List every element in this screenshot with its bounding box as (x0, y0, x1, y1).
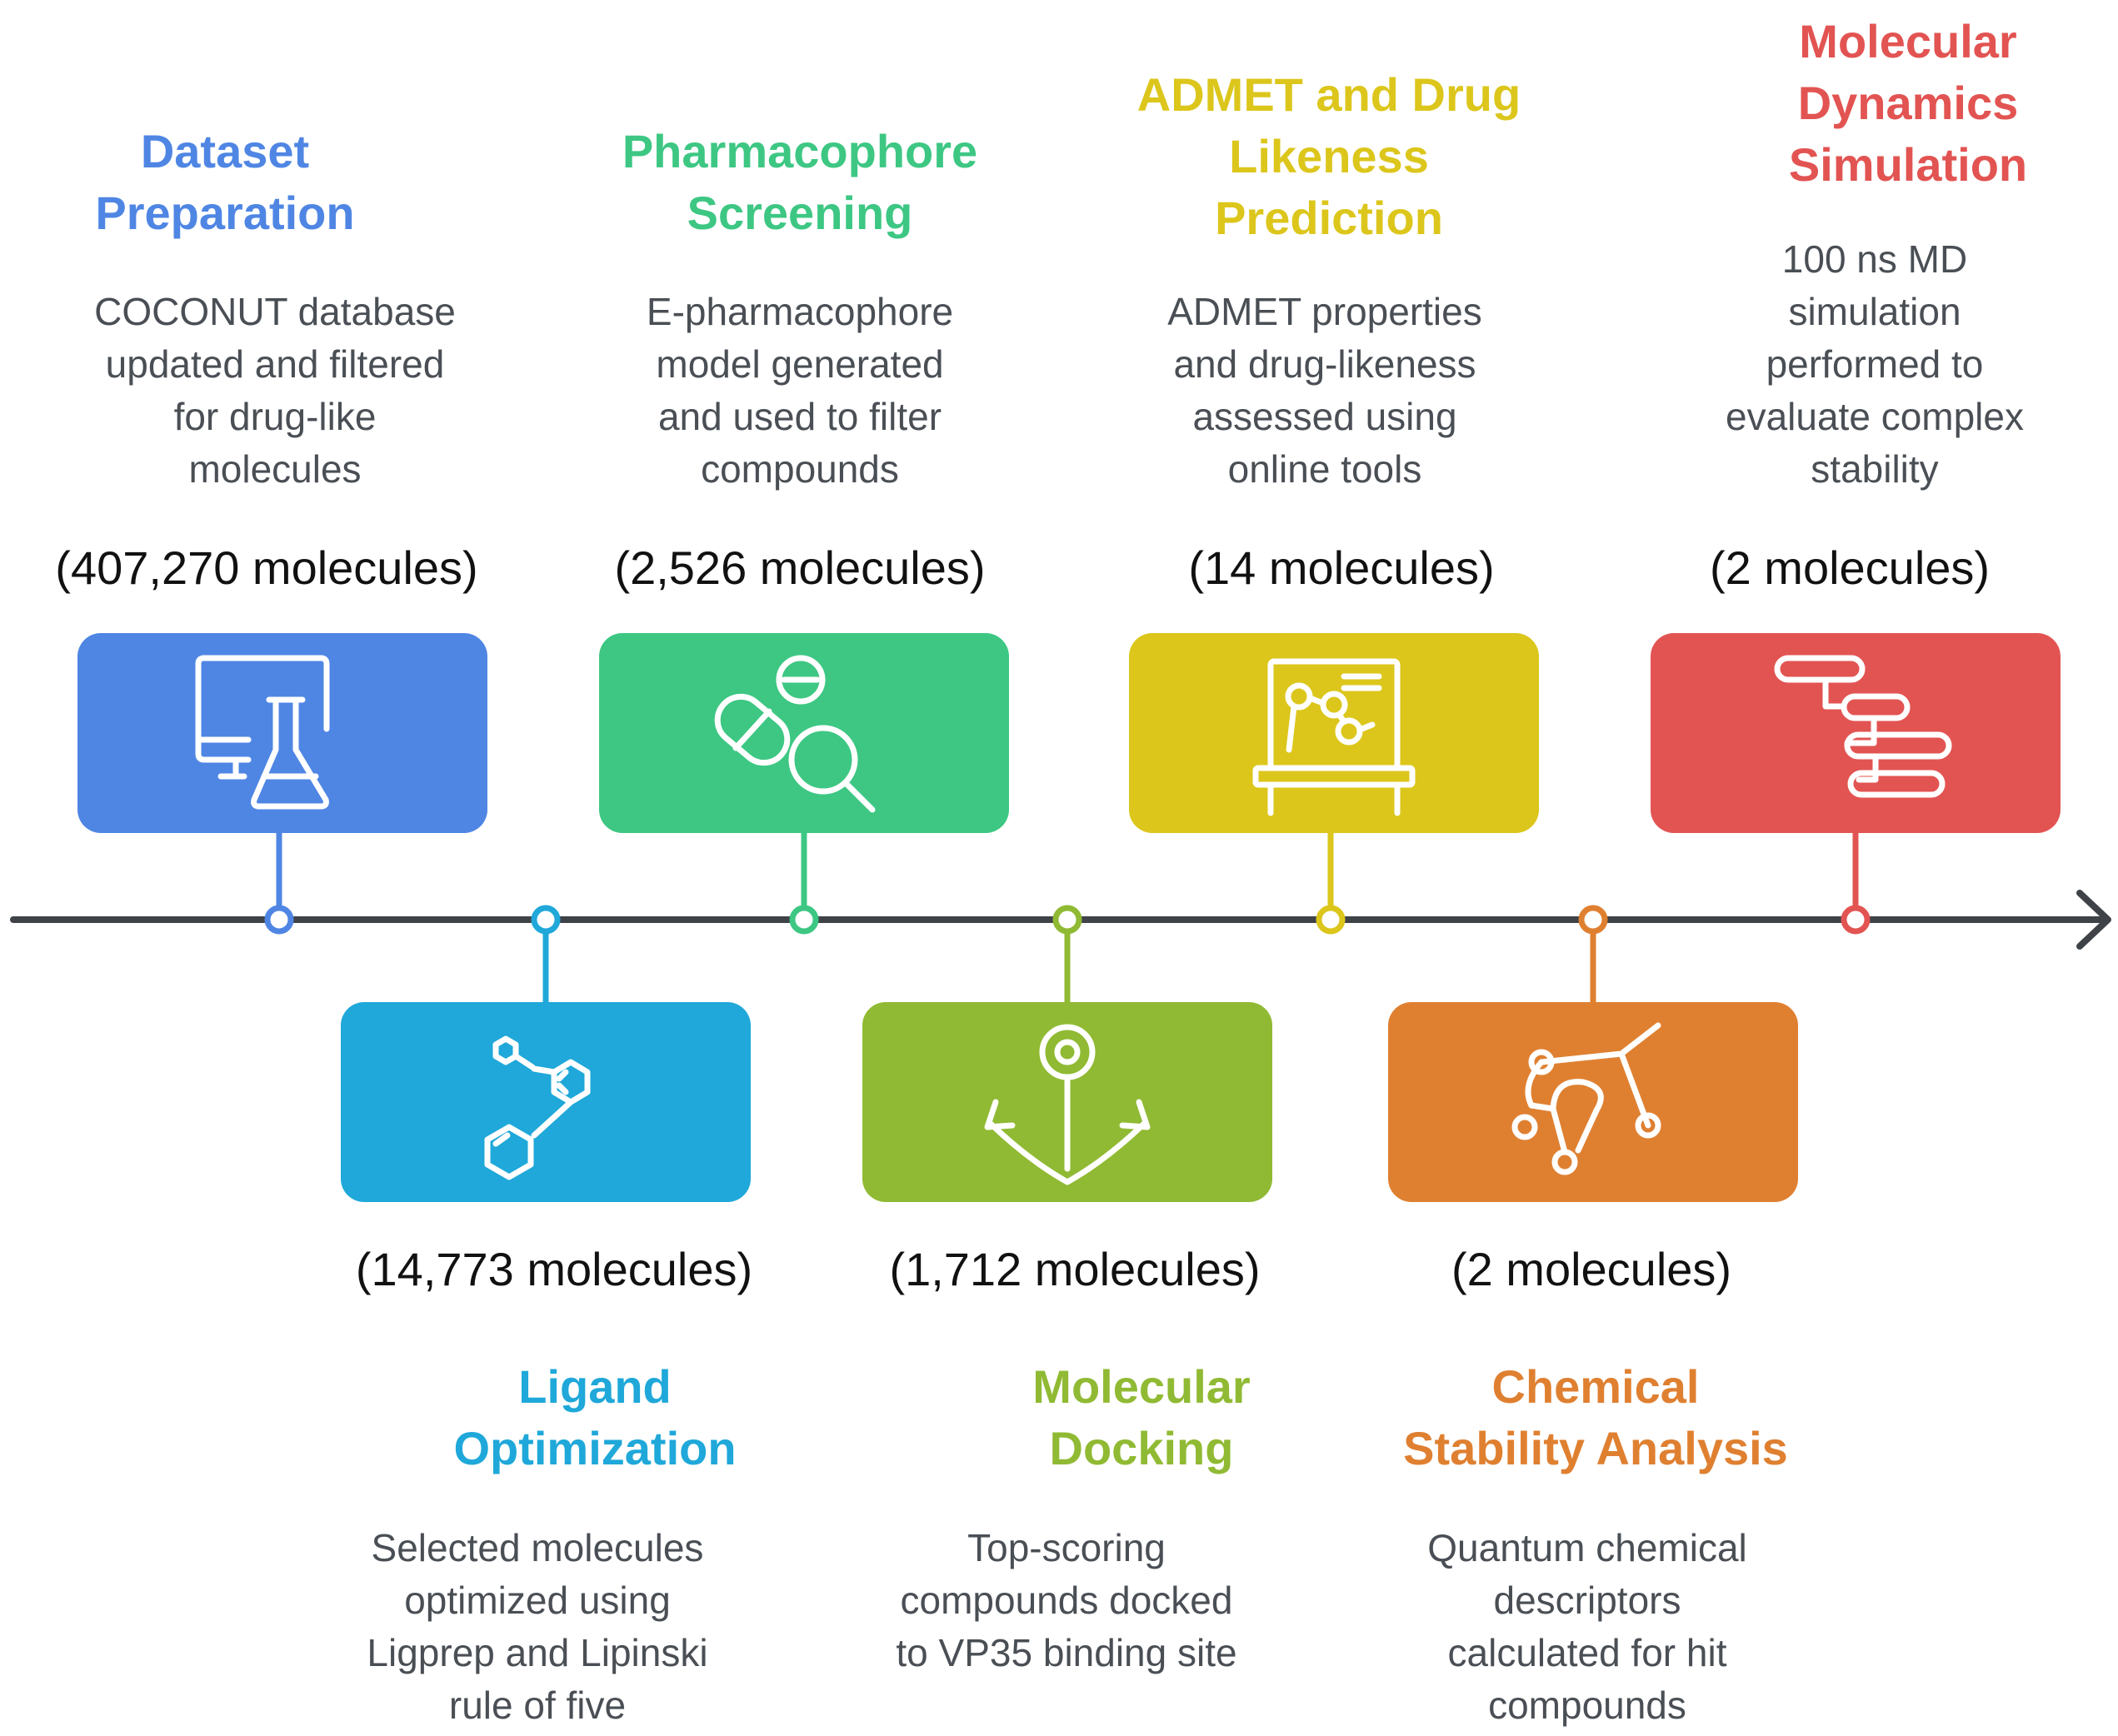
step-3-description: E-pharmacophore model generated and used… (646, 290, 954, 491)
flow-steps-icon (1774, 655, 1952, 798)
step-3-count: (2,526 molecules) (614, 541, 986, 594)
step-3-card (599, 633, 1009, 833)
marker-step-5 (1316, 905, 1346, 935)
step-7-description: 100 ns MD simulation performed to evalua… (1726, 237, 2024, 491)
molecule-screen-icon (1252, 658, 1416, 816)
step-7-count: (2 molecules) (1709, 541, 1991, 594)
step-7-card (1651, 633, 2061, 833)
step-2-description: Selected molecules optimized using Ligpr… (367, 1526, 708, 1727)
timeline-arrowhead (2076, 890, 2111, 950)
pills-magnifier-icon (714, 655, 876, 813)
marker-step-1 (264, 905, 294, 935)
molecule-hexagons-icon (484, 1035, 591, 1180)
step-1-count: (407,270 molecules) (55, 541, 478, 594)
step-7-title: Molecular Dynamics Simulation (1788, 15, 2028, 191)
marker-step-4 (1052, 905, 1082, 935)
marker-step-3 (789, 905, 819, 935)
marker-step-2 (531, 905, 561, 935)
step-2-title: Ligand Optimization (453, 1360, 737, 1474)
step-6-count: (2 molecules) (1451, 1243, 1732, 1295)
step-5-description: ADMET properties and drug-likeness asses… (1167, 290, 1482, 491)
step-6-title: Chemical Stability Analysis (1403, 1360, 1788, 1474)
step-4-title: Molecular Docking (1032, 1360, 1251, 1474)
step-4-count: (1,712 molecules) (889, 1243, 1261, 1295)
network-nodes-icon (1511, 1022, 1661, 1175)
step-5-card (1129, 633, 1539, 833)
step-1-description: COCONUT database updated and filtered fo… (94, 290, 456, 491)
marker-step-7 (1841, 905, 1871, 935)
step-3-title: Pharmacophore Screening (622, 125, 978, 239)
computer-flask-icon (195, 655, 330, 810)
step-2-count: (14,773 molecules) (355, 1243, 753, 1295)
step-1-card (77, 633, 487, 833)
step-6-card (1388, 1002, 1798, 1202)
step-5-count: (14 molecules) (1188, 541, 1495, 594)
marker-step-6 (1578, 905, 1608, 935)
step-1-title: Dataset Preparation (95, 125, 355, 239)
step-4-description: Top-scoring compounds docked to VP35 bin… (896, 1526, 1237, 1674)
step-6-description: Quantum chemical descriptors calculated … (1427, 1526, 1747, 1727)
step-2-card (341, 1002, 751, 1202)
step-4-card (862, 1002, 1272, 1202)
step-5-title: ADMET and Drug Likeness Prediction (1136, 68, 1521, 244)
anchor-icon (984, 1024, 1151, 1185)
